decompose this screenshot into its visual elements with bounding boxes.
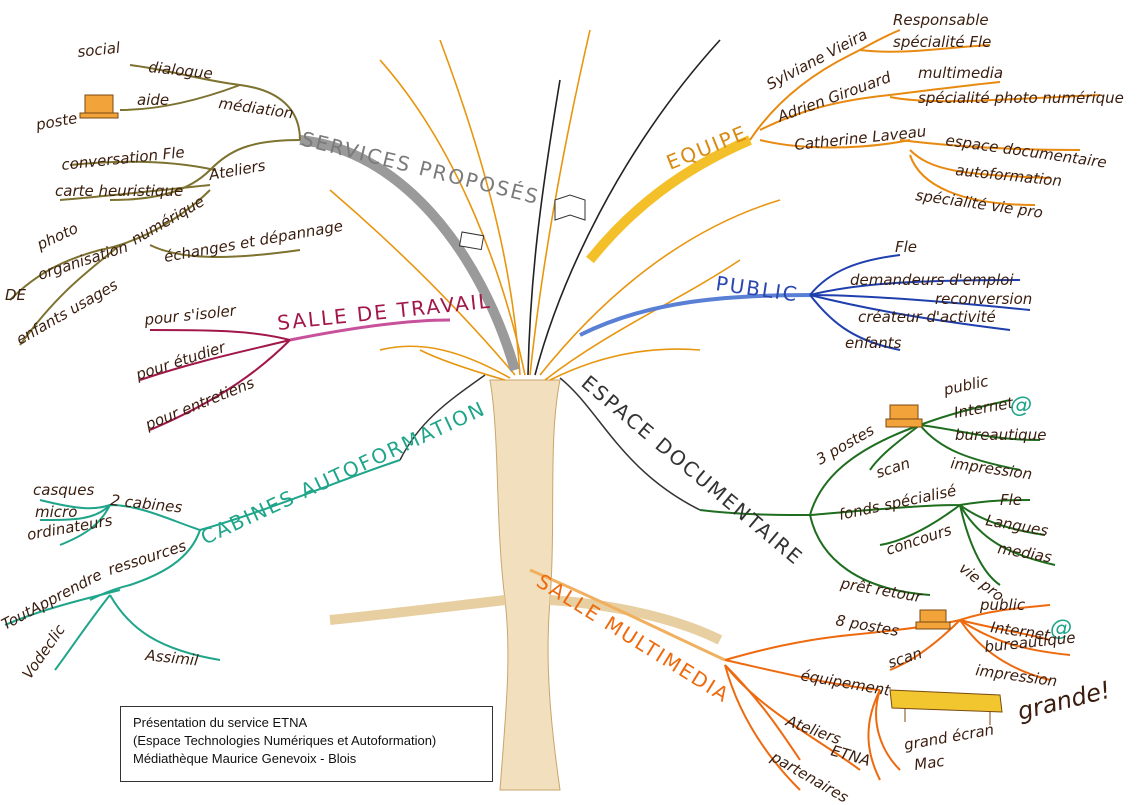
label-medias: medias (996, 539, 1053, 566)
public-leaves: Fle demandeurs d'emploi reconversion cré… (845, 238, 1032, 352)
label-public-ed: public (941, 372, 991, 399)
label-aide: aide (137, 91, 169, 109)
label-enfants-public: enfants (845, 334, 902, 352)
label-pret: prêt retour (838, 574, 923, 606)
label-enfants-usages: enfants usages (13, 276, 121, 349)
printer-icon (885, 404, 923, 428)
label-internet-ed: Internet (953, 394, 1016, 422)
label-catherine: Catherine Laveau (794, 122, 928, 154)
label-mediation: médiation (217, 94, 294, 122)
salle-travail-leaves: pour s'isoler pour étudier pour entretie… (133, 301, 257, 434)
label-dialogue: dialogue (148, 58, 214, 83)
caption-box: Présentation du service ETNA (Espace Tec… (120, 706, 493, 782)
label-reconversion: reconversion (935, 290, 1032, 308)
label-responsable: Responsable (893, 11, 989, 29)
caption-line-2: (Espace Technologies Numériques et Autof… (133, 733, 437, 748)
label-etudier: pour étudier (133, 338, 229, 384)
label-etna: ETNA (829, 742, 873, 770)
label-numerique: numérique (128, 192, 208, 248)
sprout-lines (329, 29, 781, 381)
label-3-postes: 3 postes (813, 421, 877, 469)
label-entretiens: pour entretiens (142, 374, 257, 434)
label-mac: Mac (913, 752, 946, 774)
tree-trunk (329, 374, 723, 791)
at-icon-ed: @ (1010, 393, 1032, 418)
label-photo: photo (33, 219, 81, 254)
label-vodeclic: Vodeclic (19, 620, 70, 682)
cabines-title: CABINES AUTOFORMATION (197, 396, 490, 549)
label-concours: concours (884, 521, 954, 559)
caption-line-1: Présentation du service ETNA (133, 715, 308, 730)
branch-public (579, 254, 1031, 351)
branch-espace-doc (699, 399, 1056, 596)
label-bureautique-ed: bureautique (955, 426, 1046, 444)
book-icon (554, 194, 586, 221)
label-demandeurs: demandeurs d'emploi (850, 271, 1014, 289)
label-photo-num: spécialité photo numérique (918, 89, 1124, 107)
salle-multi-title: SALLE MULTIMEDIA (532, 569, 734, 708)
label-conversation: conversation Fle (61, 143, 186, 174)
at-icon-sm: @ (1050, 616, 1072, 641)
salle-travail-title: SALLE DE TRAVAIL (276, 289, 493, 335)
espace-doc-title: ESPACE DOCUMENTAIRE (577, 370, 808, 570)
label-micro: micro (35, 503, 77, 521)
branch-equipe (586, 29, 1101, 264)
label-assimil: Assimil (144, 646, 200, 670)
label-fle-ed: Fle (1000, 491, 1022, 509)
label-specialite-fle: spécialité Fle (893, 33, 991, 51)
label-ateliers: Ateliers (207, 156, 267, 184)
label-multimedia: multimedia (918, 64, 1003, 82)
label-poste: poste (34, 109, 79, 134)
printer-icon-multi (915, 609, 951, 630)
label-impression-sm: impression (974, 661, 1058, 690)
public-title: PUBLIC (714, 271, 800, 306)
label-fonds: fonds spécialisé (837, 481, 958, 523)
branch-cabines (4, 459, 401, 671)
label-carte: carte heuristique (55, 182, 183, 200)
equipe-leaves: Sylviane Vieira Responsable spécialité F… (763, 11, 1123, 222)
branch-salle-travail (139, 318, 451, 431)
label-fle-public: Fle (895, 238, 917, 256)
laptop-icon (79, 94, 119, 119)
label-2-cabines: 2 cabines (110, 491, 184, 516)
label-equipement: équipement (799, 666, 892, 700)
caption-line-3: Médiathèque Maurice Genevoix - Blois (133, 751, 357, 766)
laptop-icon-small (458, 231, 485, 251)
big-screen-icon (889, 689, 1003, 725)
label-social: social (77, 39, 122, 61)
cabines-leaves: 2 cabines casques micro ordinateurs ress… (0, 481, 200, 682)
label-vie-pro-eq: spécialité vie pro (914, 186, 1044, 222)
label-public-sm: public (979, 596, 1026, 614)
label-echanges: échanges et dépannage (163, 217, 345, 266)
label-createur: créateur d'activité (858, 308, 996, 326)
branch-services (9, 64, 520, 372)
label-scan-sm: scan (886, 644, 925, 672)
label-impression-ed: impression (949, 454, 1033, 483)
label-ressources: ressources (106, 537, 189, 579)
label-de: DE (5, 286, 27, 304)
label-grand-ecran: grand écran (903, 720, 996, 754)
label-casques: casques (33, 481, 95, 499)
label-isoler: pour s'isoler (143, 301, 238, 329)
label-autoformation: autoformation (955, 161, 1063, 190)
label-langues: Langues (984, 511, 1049, 540)
